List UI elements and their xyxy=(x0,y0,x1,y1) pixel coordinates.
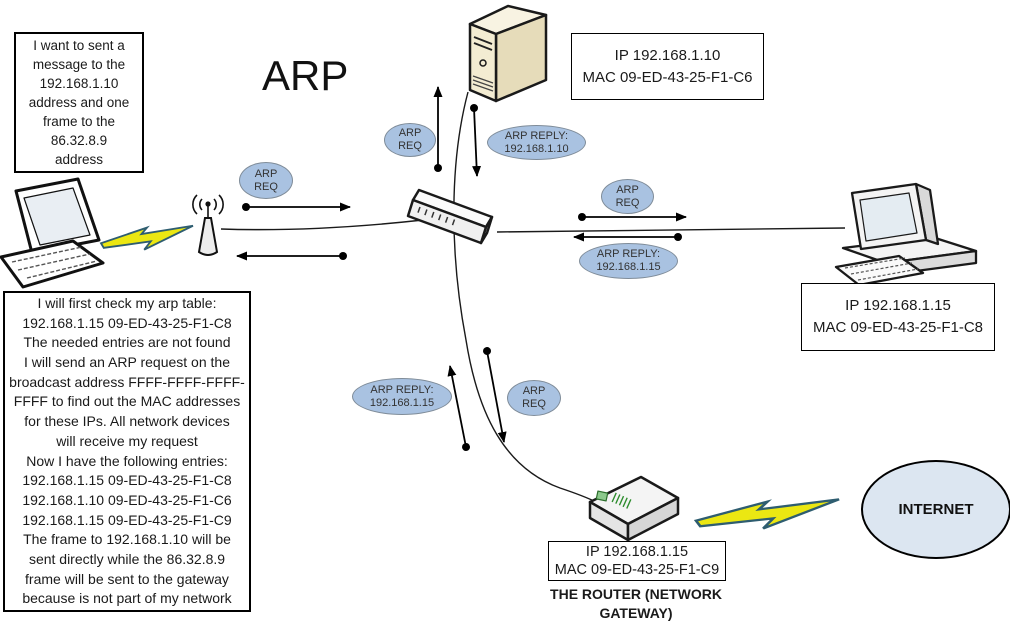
laptop-plan-note: I want to sent a message to the 192.168.… xyxy=(14,32,144,173)
laptop-arp-process-note: I will first check my arp table: 192.168… xyxy=(3,291,251,612)
switch-icon xyxy=(406,188,494,245)
arp-reply-bubble-pc: ARP REPLY: 192.168.1.15 xyxy=(579,243,678,279)
arp-reply-bubble-router: ARP REPLY: 192.168.1.15 xyxy=(352,378,452,415)
lightning-bolt-icon xyxy=(100,224,194,251)
link-switch-to-pc xyxy=(496,227,846,233)
diagram-title: ARP xyxy=(262,52,349,99)
link-server-to-router xyxy=(453,91,597,503)
arp-req-bubble-server: ARP REQ xyxy=(384,123,436,157)
laptop-icon xyxy=(0,177,105,289)
arrow-arp-reply-router-to-switch xyxy=(447,365,470,451)
arp-req-bubble-pc: ARP REQ xyxy=(601,179,654,214)
arrow-arp-reply-server-to-switch xyxy=(470,104,482,177)
access-point-icon xyxy=(192,194,224,256)
desktop-pc-icon xyxy=(834,182,978,287)
arrow-arp-req-switch-to-router xyxy=(483,347,507,443)
internet-cloud: INTERNET xyxy=(861,460,1010,559)
router-caption: THE ROUTER (NETWORK GATEWAY) xyxy=(550,586,722,621)
arp-req-bubble-router: ARP REQ xyxy=(507,380,561,416)
pc-address-box: IP 192.168.1.15 MAC 09-ED-43-25-F1-C8 xyxy=(801,283,995,351)
lightning-bolt-icon xyxy=(694,497,841,530)
arp-reply-bubble-server: ARP REPLY: 192.168.1.10 xyxy=(487,125,586,160)
server-address-box: IP 192.168.1.10 MAC 09-ED-43-25-F1-C6 xyxy=(571,33,764,100)
link-ap-to-switch xyxy=(220,219,424,231)
server-icon xyxy=(468,4,548,103)
router-address-box: IP 192.168.1.15 MAC 09-ED-43-25-F1-C9 xyxy=(548,541,726,581)
router-icon xyxy=(588,475,680,542)
arp-req-bubble-laptop: ARP REQ xyxy=(239,162,293,199)
